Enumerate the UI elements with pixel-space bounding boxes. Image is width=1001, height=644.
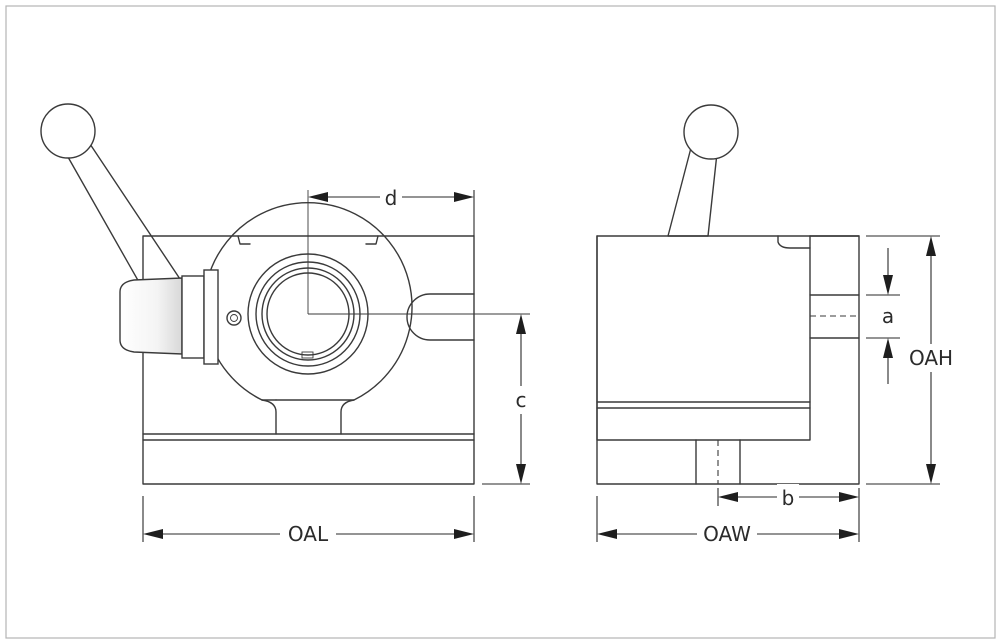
side-view xyxy=(596,104,860,485)
dim-oah-label: OAH xyxy=(909,346,953,370)
front-handle-hub xyxy=(119,277,183,355)
dim-c-arrow-top xyxy=(516,314,526,334)
dim-oal-arrow-left xyxy=(143,529,163,539)
side-handle-ball xyxy=(683,104,739,160)
front-dimensions: d c OAL xyxy=(142,184,532,548)
front-handle-collar xyxy=(181,275,205,359)
front-view xyxy=(40,103,530,485)
dim-oaw-label: OAW xyxy=(703,522,751,546)
dim-d-arrow-left xyxy=(308,192,328,202)
side-top-clip xyxy=(777,235,811,249)
front-top-clip-right xyxy=(365,235,379,245)
dim-d-arrow-right xyxy=(454,192,474,202)
dim-b-arrow-right xyxy=(839,492,859,502)
front-handle-ball xyxy=(40,103,96,159)
front-base-body xyxy=(142,235,475,485)
front-screw-outer xyxy=(226,310,242,326)
front-screw-inner xyxy=(230,314,238,322)
dim-oah-arrow-bottom xyxy=(926,464,936,484)
dim-b-label: b xyxy=(782,486,795,510)
front-handle-flange xyxy=(203,269,219,365)
front-top-clip-left xyxy=(237,235,251,245)
dim-a-arrow-bottom xyxy=(883,338,893,358)
dim-b-arrow-left xyxy=(718,492,738,502)
dim-oah-arrow-top xyxy=(926,236,936,256)
dim-oaw-arrow-left xyxy=(597,529,617,539)
dim-d-label: d xyxy=(385,186,398,210)
front-side-pin xyxy=(406,293,475,341)
dim-a-label: a xyxy=(882,304,894,328)
side-dimensions: a OAH b OAW xyxy=(596,235,960,548)
front-bore-key xyxy=(301,351,314,359)
dim-oal-arrow-right xyxy=(454,529,474,539)
dim-c-arrow-bottom xyxy=(516,464,526,484)
dim-a-arrow-top xyxy=(883,275,893,295)
dim-oaw-arrow-right xyxy=(839,529,859,539)
dim-oal-label: OAL xyxy=(288,522,329,546)
dim-c-label: c xyxy=(516,388,527,412)
